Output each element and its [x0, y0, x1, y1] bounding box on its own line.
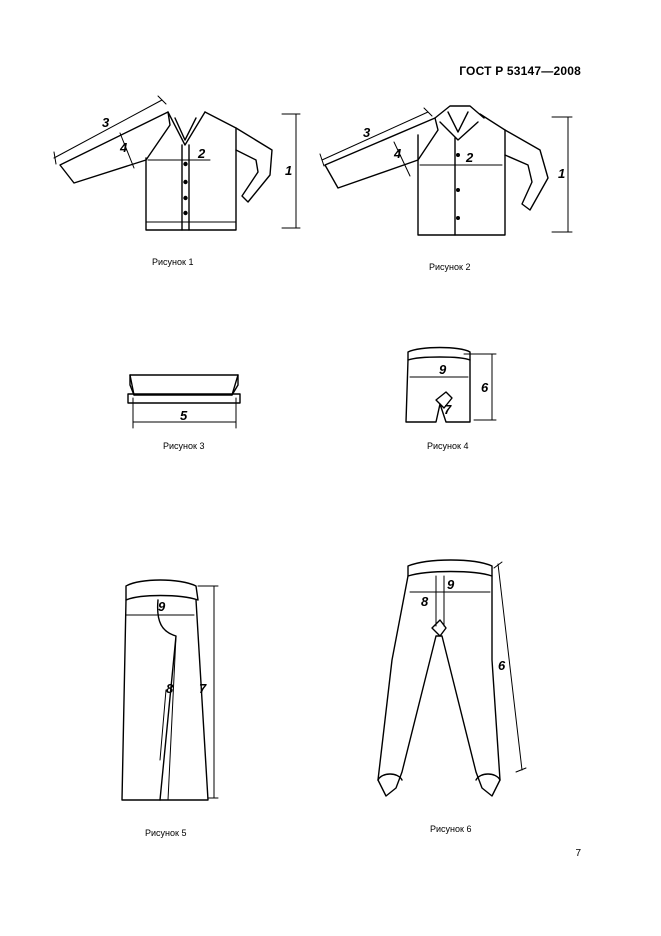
figure-6-dimensions [409, 561, 527, 773]
fig6-label-6: 6 [498, 658, 506, 673]
figure-2-drawing: 3 4 2 1 [319, 105, 573, 236]
figure-3-dimensions [132, 397, 237, 429]
page-number: 7 [575, 848, 581, 859]
caption-figure-4: Рисунок 4 [427, 441, 469, 451]
figure-5-drawing: 9 8 7 [121, 579, 219, 801]
fig2-label-2: 2 [465, 150, 474, 165]
caption-figure-3: Рисунок 3 [163, 441, 205, 451]
fig1-label-3: 3 [102, 115, 110, 130]
fig6-label-8: 8 [421, 594, 429, 609]
figure-1-buttons [183, 161, 188, 216]
figure-2-buttons [456, 153, 460, 220]
fig5-label-7: 8 [166, 681, 174, 696]
fig4-label-7: 7 [444, 402, 452, 417]
caption-figure-1: Рисунок 1 [152, 257, 194, 267]
figure-2-dimensions [319, 107, 573, 233]
figure-4-drawing: 9 7 6 [405, 346, 497, 423]
caption-figure-5: Рисунок 5 [145, 828, 187, 838]
figure-3-drawing: 5 [127, 374, 241, 429]
figure-5-dimensions [125, 585, 219, 799]
fig1-label-4: 4 [119, 140, 128, 155]
figure-4-dimensions [409, 353, 497, 421]
fig5-label-9: 9 [158, 599, 166, 614]
fig2-label-1: 1 [558, 166, 565, 181]
figure-1-dimensions [53, 95, 301, 229]
fig2-label-4: 4 [393, 146, 402, 161]
standard-number: ГОСТ Р 53147—2008 [459, 64, 581, 78]
fig2-label-3: 3 [363, 125, 371, 140]
fig4-label-9: 9 [439, 362, 447, 377]
fig6-label-9: 9 [447, 577, 455, 592]
fig5-label-8: 7 [199, 681, 207, 696]
fig4-label-6: 6 [481, 380, 489, 395]
caption-figure-6: Рисунок 6 [430, 824, 472, 834]
fig3-label-5: 5 [180, 408, 188, 423]
fig1-label-1: 1 [285, 163, 292, 178]
figure-6-drawing: 9 8 6 [377, 559, 527, 797]
caption-figure-2: Рисунок 2 [429, 262, 471, 272]
fig1-label-2: 2 [197, 146, 206, 161]
figure-1-drawing: 3 4 2 1 [53, 95, 301, 231]
